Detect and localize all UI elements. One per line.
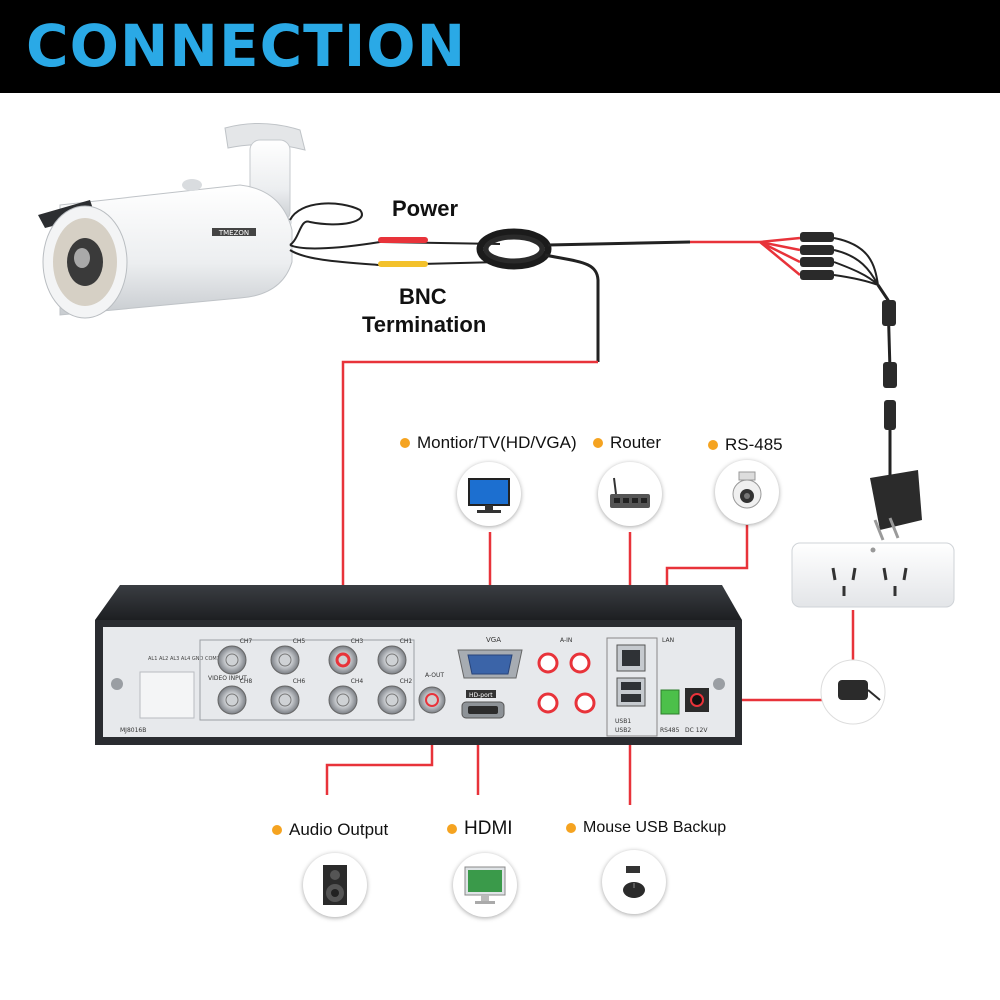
camera-brand: TMEZON xyxy=(218,229,249,237)
router-icon xyxy=(598,462,662,526)
device-label-rs485: RS-485 xyxy=(708,435,783,455)
panel-lan: LAN xyxy=(662,637,674,644)
panel-dc: DC 12V xyxy=(685,727,708,734)
bnc-label-line1: BNC xyxy=(399,284,447,309)
bnc-connector-center xyxy=(225,653,239,667)
imac-icon xyxy=(453,853,517,917)
bnc-connector-center xyxy=(385,653,399,667)
channel-label: CH3 xyxy=(351,638,364,645)
panel-a-out: A-OUT xyxy=(425,672,444,679)
svg-text:AL1 AL2 AL3 AL4 GND COM1 NO1: AL1 AL2 AL3 AL4 GND COM1 NO1 xyxy=(148,656,232,662)
speaker-icon xyxy=(303,853,367,917)
device-label-audio: Audio Output xyxy=(272,820,388,840)
bnc-connector-center xyxy=(225,693,239,707)
bnc-connector-center xyxy=(385,693,399,707)
panel-vga: VGA xyxy=(486,636,501,644)
page-title: CONNECTION xyxy=(26,12,467,80)
device-label-router: Router xyxy=(593,433,661,453)
bullet-dot xyxy=(566,823,576,833)
channel-label: CH5 xyxy=(293,638,306,645)
power-label: Power xyxy=(392,196,459,221)
channel-label: CH8 xyxy=(240,678,253,685)
ptz-camera-icon xyxy=(715,460,779,524)
device-label-rs485-text: RS-485 xyxy=(725,435,783,454)
panel-usb1: USB1 xyxy=(615,718,631,725)
bullet-dot xyxy=(708,440,718,450)
bnc-connector-center xyxy=(336,693,350,707)
device-label-monitor-text: Montior/TV(HD/VGA) xyxy=(417,433,577,452)
bnc-connector-center xyxy=(278,693,292,707)
device-label-monitor: Montior/TV(HD/VGA) xyxy=(400,433,577,453)
device-label-hdmi-text: HDMI xyxy=(464,818,513,839)
device-label-router-text: Router xyxy=(610,433,662,452)
power-socket xyxy=(791,542,955,608)
device-label-audio-text: Audio Output xyxy=(289,820,389,839)
power-adapter-device xyxy=(820,659,886,725)
bullet-dot xyxy=(400,438,410,448)
bullet-dot xyxy=(272,825,282,835)
camera-brand-plate xyxy=(212,228,256,236)
panel-model: MJ8016B xyxy=(120,727,146,734)
panel-hd-port: HD-port xyxy=(469,692,493,699)
device-label-hdmi: HDMI xyxy=(447,818,513,840)
channel-label: CH2 xyxy=(400,678,413,685)
channel-label: CH4 xyxy=(351,678,364,685)
wire-bnc-to-ch3 xyxy=(341,360,598,660)
dvr-ports: A-OUT VGA HD-port A-IN LAN USB1 USB2 RS4… xyxy=(120,636,709,737)
mouse-icon xyxy=(602,850,666,914)
device-label-usb-text: Mouse USB Backup xyxy=(583,819,727,836)
channel-label: CH1 xyxy=(400,638,413,645)
device-label-usb: Mouse USB Backup xyxy=(566,819,726,837)
bnc-connector-center xyxy=(335,652,351,668)
bullet-dot xyxy=(593,438,603,448)
camera-cables xyxy=(289,202,922,541)
monitor-icon xyxy=(457,462,521,526)
bnc-label-line2: Termination xyxy=(362,312,487,337)
channel-label: CH7 xyxy=(240,638,253,645)
panel-rs485: RS485 xyxy=(660,727,680,734)
panel-usb2: USB2 xyxy=(615,727,631,734)
channel-label: CH6 xyxy=(293,678,306,685)
bullet-camera: TMEZON xyxy=(38,122,306,319)
header-banner: CONNECTION xyxy=(0,0,1000,93)
panel-video-input: VIDEO INPUT xyxy=(208,675,247,682)
bullet-dot xyxy=(447,824,457,834)
bnc-connector-center xyxy=(278,653,292,667)
panel-a-in: A-IN xyxy=(560,637,572,644)
